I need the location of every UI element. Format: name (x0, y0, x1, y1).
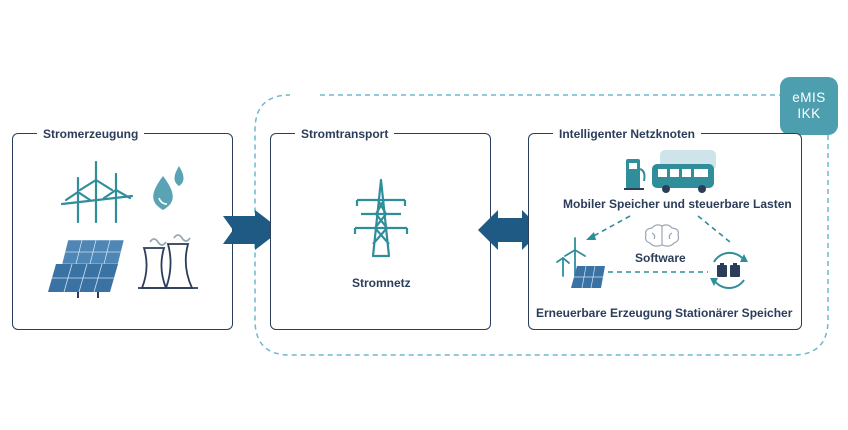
generation-title: Stromerzeugung (37, 125, 145, 143)
transport-title: Stromtransport (295, 125, 395, 143)
software-label: Software (635, 251, 686, 265)
solar-panel-icon (48, 239, 125, 298)
wind-solar-icon (556, 237, 605, 289)
stationary-label: Stationärer Speicher (675, 306, 793, 320)
electric-bus-icon (652, 150, 716, 193)
power-pylon-icon (353, 178, 409, 258)
arrow-transport-node (478, 210, 542, 250)
battery-cycle-icon (710, 251, 748, 289)
node-title: Intelligenter Netzknoten (553, 125, 702, 143)
transport-box: Stromtransport (270, 125, 491, 330)
power-plant-icon (138, 234, 198, 289)
wind-turbine-icon (60, 160, 134, 224)
mobile-storage-label: Mobiler Speicher und steuerbare Lasten (563, 197, 792, 211)
transport-caption: Stromnetz (352, 276, 411, 290)
emis-ikk-badge: eMIS IKK (780, 77, 838, 135)
badge-line1: eMIS (792, 90, 826, 105)
water-drops-icon (153, 166, 184, 210)
charging-station-icon (624, 159, 646, 190)
arrow-generation-to-transport (223, 210, 281, 250)
brain-icon (644, 224, 680, 247)
badge-line2: IKK (797, 106, 821, 121)
renewable-label: Erneuerbare Erzeugung (536, 306, 673, 320)
